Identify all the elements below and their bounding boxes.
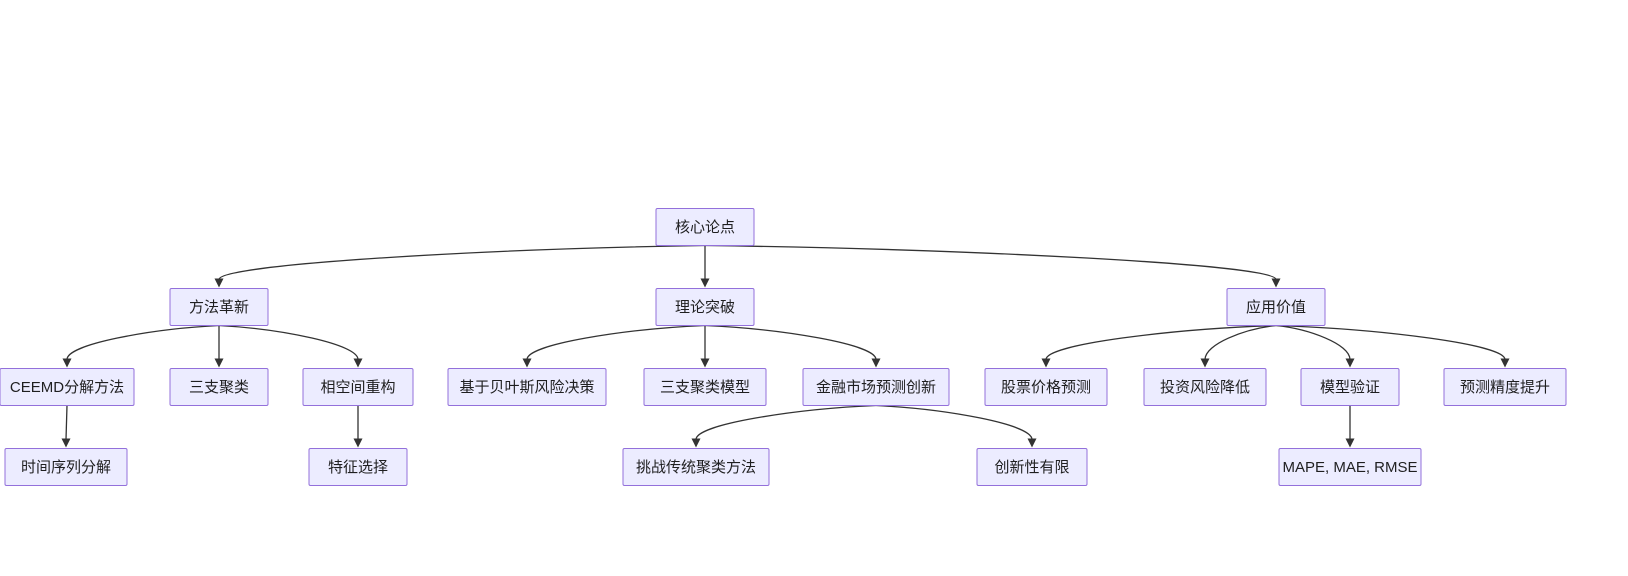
- flowchart-node[interactable]: 股票价格预测: [984, 368, 1108, 406]
- arrowhead-icon: [700, 358, 710, 368]
- node-label: 创新性有限: [994, 459, 1069, 476]
- node-box[interactable]: [984, 368, 1108, 406]
- flowchart-node[interactable]: 核心论点: [655, 208, 755, 246]
- node-box[interactable]: [302, 368, 414, 406]
- node-box[interactable]: [1300, 368, 1400, 406]
- arrowhead-icon: [214, 278, 224, 288]
- arrowhead-icon: [353, 358, 363, 368]
- arrowhead-icon: [61, 438, 71, 448]
- node-label: 金融市场预测创新: [816, 379, 936, 396]
- edge-root-to-l1c: [704, 244, 1277, 281]
- arrowhead-icon: [700, 278, 710, 288]
- node-box[interactable]: [1278, 448, 1422, 486]
- node-label: 核心论点: [675, 219, 735, 236]
- node-label: 特征选择: [328, 459, 388, 476]
- node-label: 相空间重构: [320, 379, 395, 396]
- node-box[interactable]: [622, 448, 770, 486]
- node-label: 三支聚类模型: [660, 379, 750, 396]
- edge-l1b-to-l2d: [526, 324, 706, 360]
- node-label: 模型验证: [1320, 379, 1380, 396]
- node-box[interactable]: [169, 368, 269, 406]
- edge-l2f-to-l3c: [695, 404, 877, 440]
- node-box[interactable]: [655, 208, 755, 246]
- arrowhead-icon: [1271, 278, 1281, 288]
- flowchart-node[interactable]: 预测精度提升: [1443, 368, 1567, 406]
- node-box[interactable]: [1143, 368, 1267, 406]
- arrowhead-icon: [871, 358, 881, 368]
- flowchart-node[interactable]: 三支聚类: [169, 368, 269, 406]
- edge-l1c-to-l2h: [1204, 324, 1277, 360]
- arrowhead-icon: [1200, 358, 1210, 368]
- edge-l1b-to-l2f: [704, 324, 877, 360]
- flowchart-node[interactable]: 金融市场预测创新: [802, 368, 950, 406]
- arrowhead-icon: [522, 358, 532, 368]
- node-label: 三支聚类: [189, 379, 249, 396]
- node-box[interactable]: [169, 288, 269, 326]
- arrowhead-icon: [1345, 438, 1355, 448]
- edge-root-to-l1a: [218, 244, 706, 280]
- flowchart-node[interactable]: MAPE, MAE, RMSE: [1278, 448, 1422, 486]
- node-box[interactable]: [802, 368, 950, 406]
- flowchart-node[interactable]: 应用价值: [1226, 288, 1326, 326]
- node-box[interactable]: [4, 448, 128, 486]
- flowchart-node[interactable]: 理论突破: [655, 288, 755, 326]
- node-box[interactable]: [447, 368, 607, 406]
- node-box[interactable]: [0, 368, 135, 406]
- node-box[interactable]: [655, 288, 755, 326]
- edge-l1a-to-l2c: [218, 324, 359, 360]
- node-label: 股票价格预测: [1001, 379, 1091, 396]
- node-box[interactable]: [1443, 368, 1567, 406]
- flowchart-node[interactable]: 创新性有限: [976, 448, 1088, 486]
- node-label: 预测精度提升: [1460, 379, 1550, 396]
- flowchart-node[interactable]: 时间序列分解: [4, 448, 128, 486]
- arrowhead-icon: [1041, 358, 1051, 368]
- edge-l2a-to-l3a: [65, 405, 68, 440]
- node-label: 时间序列分解: [21, 459, 111, 476]
- node-label: 方法革新: [189, 299, 249, 316]
- arrowhead-icon: [691, 438, 701, 448]
- edge-l1a-to-l2a: [66, 324, 220, 360]
- node-label: 理论突破: [675, 299, 735, 316]
- arrowhead-icon: [214, 358, 224, 368]
- edge-l1c-to-l2i: [1275, 324, 1351, 360]
- edge-layer: [61, 244, 1510, 448]
- node-box[interactable]: [643, 368, 767, 406]
- flowchart-node[interactable]: 挑战传统聚类方法: [622, 448, 770, 486]
- arrowhead-icon: [1345, 358, 1355, 368]
- node-label: 基于贝叶斯风险决策: [459, 379, 594, 396]
- flowchart-node[interactable]: 投资风险降低: [1143, 368, 1267, 406]
- flowchart-node[interactable]: 模型验证: [1300, 368, 1400, 406]
- node-label: MAPE, MAE, RMSE: [1282, 459, 1417, 476]
- node-box[interactable]: [976, 448, 1088, 486]
- arrowhead-icon: [353, 438, 363, 448]
- flowchart-node[interactable]: 特征选择: [308, 448, 408, 486]
- flowchart-node[interactable]: CEEMD分解方法: [0, 368, 135, 406]
- flowchart-node[interactable]: 基于贝叶斯风险决策: [447, 368, 607, 406]
- edge-l1c-to-l2j: [1275, 324, 1506, 360]
- edge-l1c-to-l2g: [1045, 324, 1277, 360]
- flowchart-node[interactable]: 相空间重构: [302, 368, 414, 406]
- arrowhead-icon: [62, 358, 72, 368]
- node-box[interactable]: [1226, 288, 1326, 326]
- edge-l2f-to-l3d: [875, 404, 1033, 440]
- flowchart-node[interactable]: 方法革新: [169, 288, 269, 326]
- node-label: CEEMD分解方法: [10, 379, 124, 396]
- arrowhead-icon: [1500, 358, 1510, 368]
- arrowhead-icon: [1027, 438, 1037, 448]
- node-label: 应用价值: [1246, 298, 1306, 316]
- flowchart-node[interactable]: 三支聚类模型: [643, 368, 767, 406]
- node-box[interactable]: [308, 448, 408, 486]
- node-label: 挑战传统聚类方法: [636, 459, 756, 476]
- node-label: 投资风险降低: [1160, 379, 1250, 396]
